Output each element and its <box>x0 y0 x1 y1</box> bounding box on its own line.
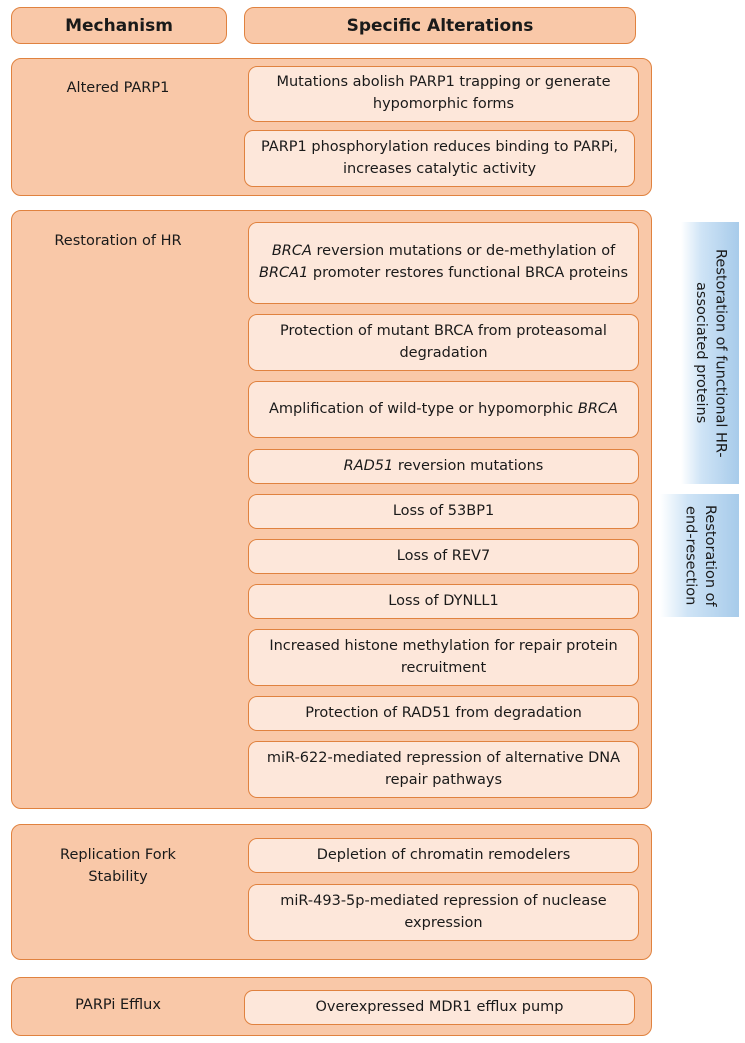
mechanism-header: Mechanism <box>11 7 227 44</box>
alteration-item: Loss of REV7 <box>248 539 639 574</box>
mechanism-label-parpi-efflux: PARPi Efflux <box>75 997 161 1013</box>
alteration-item: BRCA reversion mutations or de-methylati… <box>248 222 639 304</box>
mechanism-header-label: Mechanism <box>65 15 173 36</box>
alteration-item: Protection of mutant BRCA from proteasom… <box>248 314 639 371</box>
side-label-functional-hr: Restoration of functional HR-associated … <box>681 222 739 484</box>
alterations-header-label: Specific Alterations <box>346 15 534 36</box>
alteration-item: miR-493-5p-mediated repression of nuclea… <box>248 884 639 941</box>
alteration-item: Increased histone methylation for repair… <box>248 629 639 686</box>
alteration-item: Amplification of wild-type or hypomorphi… <box>248 381 639 438</box>
alteration-item: Loss of DYNLL1 <box>248 584 639 619</box>
side-label-functional-hr-text: Restoration of functional HR-associated … <box>693 248 729 458</box>
mechanism-label-restoration-of-hr: Restoration of HR <box>54 233 182 249</box>
alteration-rich-text: Amplification of wild-type or hypomorphi… <box>269 400 618 417</box>
mechanism-label-replication-fork-stability: Replication Fork Stability <box>60 847 176 885</box>
alteration-item: miR-622-mediated repression of alternati… <box>248 741 639 798</box>
mechanism-label-altered-parp1: Altered PARP1 <box>66 80 170 96</box>
alteration-item: Protection of RAD51 from degradation <box>248 696 639 731</box>
alteration-rich-text: BRCA reversion mutations or de-methylati… <box>259 243 629 281</box>
alteration-item: RAD51 reversion mutations <box>248 449 639 484</box>
alteration-item: Loss of 53BP1 <box>248 494 639 529</box>
alteration-rich-text: RAD51 reversion mutations <box>343 457 544 474</box>
alteration-item: Depletion of chromatin remodelers <box>248 838 639 873</box>
alteration-item: PARP1 phosphorylation reduces binding to… <box>244 130 635 187</box>
side-label-end-resection-text: Restoration of end-resection <box>682 504 719 607</box>
side-label-end-resection: Restoration of end-resection <box>660 494 739 617</box>
alteration-item: Overexpressed MDR1 efflux pump <box>244 990 635 1025</box>
alterations-header: Specific Alterations <box>244 7 636 44</box>
alteration-item: Mutations abolish PARP1 trapping or gene… <box>248 66 639 122</box>
